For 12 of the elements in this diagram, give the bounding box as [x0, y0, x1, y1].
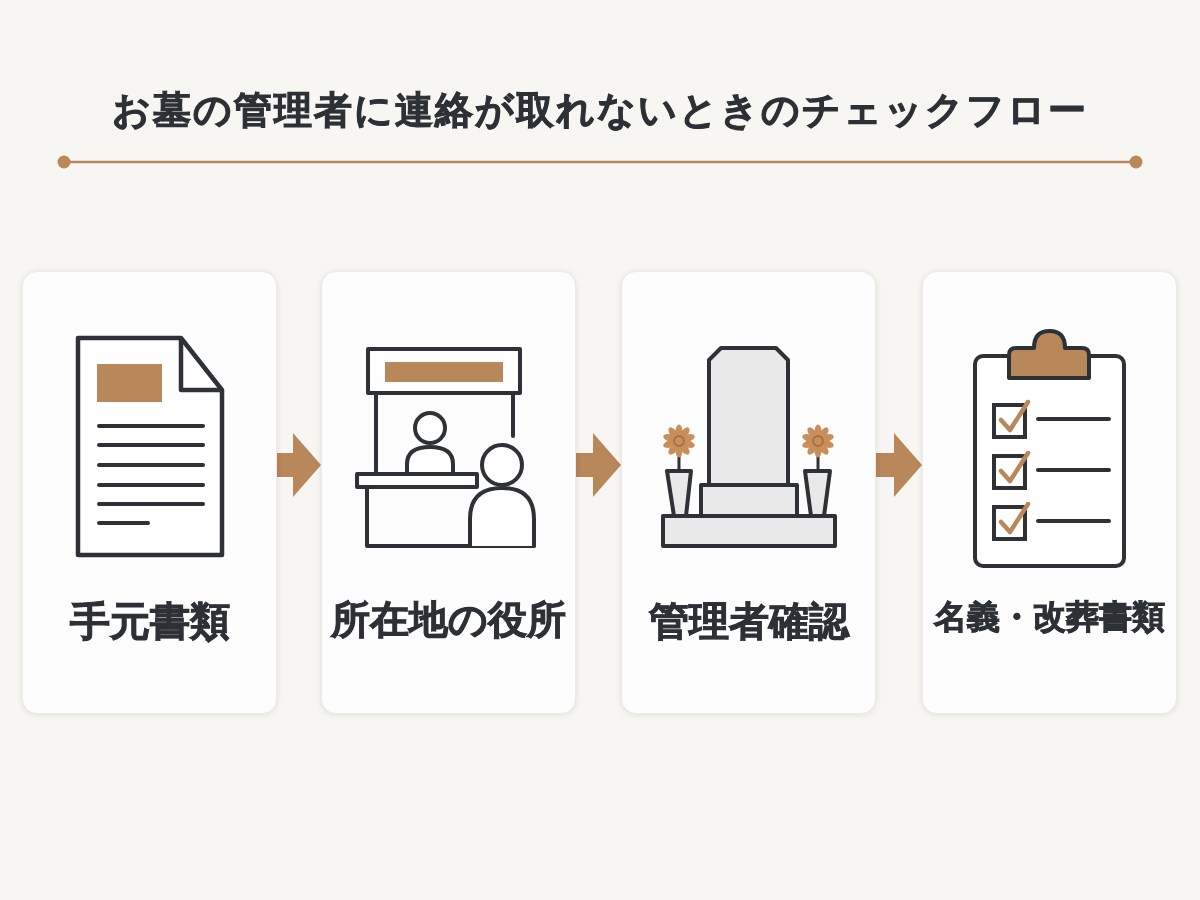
step-label: 手元書類 — [69, 597, 230, 645]
arrow — [277, 433, 321, 498]
title: お墓の管理者に連絡が取れないときのチェックフロー — [112, 87, 1088, 134]
step-label: 所在地の役所 — [331, 597, 566, 644]
arrow — [876, 433, 922, 498]
step-label: 管理者確認 — [648, 597, 849, 645]
step-card — [22, 271, 277, 714]
step-card — [621, 271, 876, 714]
step-card — [922, 271, 1177, 714]
step-label: 名義・改葬書類 — [934, 597, 1165, 637]
step-card — [321, 271, 576, 714]
arrow — [576, 433, 621, 498]
